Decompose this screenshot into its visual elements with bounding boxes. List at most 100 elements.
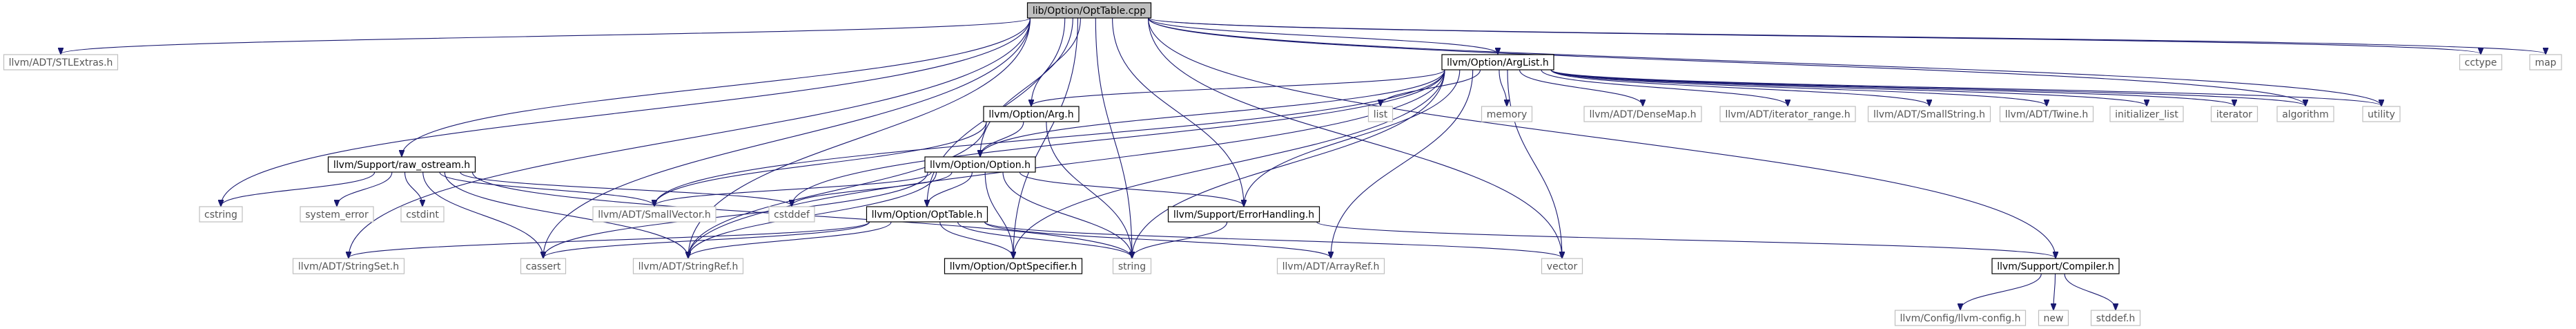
edge-compiler-to-new xyxy=(2053,273,2056,310)
node-box xyxy=(1441,54,1554,70)
node-box xyxy=(1167,206,1320,223)
node-stringref: llvm/ADT/StringRef.h xyxy=(632,258,744,274)
edge-arglist-to-errorhandling xyxy=(1244,69,1461,206)
node-box xyxy=(1991,258,2120,274)
edge-arglist-to-list xyxy=(1380,69,1481,106)
node-arg[interactable]: llvm/Option/Arg.h xyxy=(983,106,1080,122)
node-label: llvm/Support/Compiler.h xyxy=(1997,261,2114,272)
node-label: llvm/Option/Option.h xyxy=(930,160,1031,171)
node-label: lib/Option/OptTable.cpp xyxy=(1033,6,1146,17)
node-label: llvm/Config/llvm-config.h xyxy=(1900,313,2021,324)
node-label: list xyxy=(1374,109,1388,120)
node-algorithm: algorithm xyxy=(2276,106,2334,122)
edge-root-to-option xyxy=(980,17,1073,156)
node-utility: utility xyxy=(2362,106,2401,122)
node-label: llvm/ADT/DenseMap.h xyxy=(1589,109,1696,120)
node-cassert: cassert xyxy=(520,258,567,274)
node-box xyxy=(1026,2,1152,19)
edge-option-to-cassert xyxy=(543,171,928,258)
node-label: llvm/Support/raw_ostream.h xyxy=(333,160,470,171)
edge-option-to-smallvector xyxy=(654,171,932,206)
node-box xyxy=(983,106,1080,122)
edge-arglist-to-optspecifier xyxy=(1013,69,1445,258)
node-rawostream[interactable]: llvm/Support/raw_ostream.h xyxy=(327,156,476,173)
edge-root-to-map xyxy=(1147,17,2546,54)
node-option[interactable]: llvm/Option/Option.h xyxy=(924,156,1036,173)
edge-root-to-errorhandling xyxy=(1112,17,1244,206)
edge-errorhandling-to-compiler xyxy=(1316,221,2056,258)
edge-arglist-to-stringref xyxy=(688,69,1445,258)
node-opttable[interactable]: llvm/Option/OptTable.h xyxy=(866,206,988,223)
node-box xyxy=(768,206,815,223)
node-new: new xyxy=(2038,310,2069,326)
edge-root-to-cassert xyxy=(543,17,1031,258)
edge-root-to-algorithm xyxy=(1147,17,2306,106)
edge-arg-to-smallvector xyxy=(654,121,987,206)
node-smallstring: llvm/ADT/SmallString.h xyxy=(1867,106,1991,122)
node-label: llvm/Option/OptTable.h xyxy=(872,209,983,220)
edge-root-to-optspecifier xyxy=(1013,17,1079,258)
edge-opttable-to-vector xyxy=(984,221,1563,258)
node-label: cassert xyxy=(526,261,561,272)
node-systemerror: system_error xyxy=(300,206,374,223)
node-label: algorithm xyxy=(2282,109,2329,120)
node-box xyxy=(1999,106,2094,122)
node-label: utility xyxy=(2368,109,2395,120)
node-box xyxy=(1112,258,1152,274)
edge-arglist-to-twine xyxy=(1550,69,2047,106)
edge-opttable-to-cassert xyxy=(543,221,870,258)
node-box xyxy=(300,206,374,223)
edge-rawostream-to-smallvector xyxy=(439,171,654,206)
edge-root-to-stlextras xyxy=(61,17,1031,54)
node-label: string xyxy=(1118,261,1146,272)
node-box xyxy=(866,206,988,223)
edge-opttable-to-optspecifier xyxy=(939,221,1013,258)
node-label: llvm/ADT/iterator_range.h xyxy=(1725,109,1850,120)
edge-opttable-to-stringref xyxy=(688,221,892,258)
node-label: llvm/ADT/STLExtras.h xyxy=(9,57,113,68)
node-box xyxy=(1541,258,1583,274)
node-errorhandling[interactable]: llvm/Support/ErrorHandling.h xyxy=(1167,206,1320,223)
node-optspecifier[interactable]: llvm/Option/OptSpecifier.h xyxy=(944,258,1083,274)
node-box xyxy=(1894,310,2027,326)
node-box xyxy=(292,258,405,274)
edge-arglist-to-memory xyxy=(1499,69,1507,106)
node-box xyxy=(1481,106,1533,122)
edge-root-to-compiler xyxy=(1147,17,2056,258)
node-list: list xyxy=(1367,106,1394,122)
node-string: string xyxy=(1112,258,1152,274)
node-arglist[interactable]: llvm/Option/ArgList.h xyxy=(1441,54,1554,70)
node-label: system_error xyxy=(305,209,369,220)
node-label: map xyxy=(2535,57,2556,68)
edge-arglist-to-smallstring xyxy=(1550,69,1929,106)
node-box xyxy=(1583,106,1702,122)
edge-arglist-to-iterator xyxy=(1550,69,2234,106)
edge-opttable-to-string xyxy=(957,221,1132,258)
edge-errorhandling-to-string xyxy=(1132,221,1228,258)
node-box xyxy=(327,156,476,173)
node-label: llvm/Option/Arg.h xyxy=(988,109,1073,120)
node-initlist: initializer_list xyxy=(2109,106,2184,122)
node-label: llvm/ADT/SmallVector.h xyxy=(598,209,711,220)
edge-rawostream-to-cassert xyxy=(422,171,543,258)
edge-arglist-to-densemap xyxy=(1519,69,1643,106)
edge-root-to-arglist xyxy=(1147,17,1499,54)
edge-option-to-errorhandling xyxy=(1019,171,1244,206)
node-cctype: cctype xyxy=(2459,54,2503,70)
node-label: cstdint xyxy=(406,209,439,220)
edge-arglist-to-option xyxy=(980,69,1445,156)
node-box xyxy=(2109,106,2184,122)
edge-root-to-utility xyxy=(1147,17,2382,106)
edge-arglist-to-cstddef xyxy=(792,69,1445,206)
node-iterrange: llvm/ADT/iterator_range.h xyxy=(1719,106,1856,122)
node-stlextras: llvm/ADT/STLExtras.h xyxy=(3,54,119,70)
node-memory: memory xyxy=(1481,106,1533,122)
edge-root-to-string xyxy=(1095,17,1132,258)
edge-rawostream-to-systemerror xyxy=(337,171,393,206)
node-iterator: iterator xyxy=(2210,106,2258,122)
node-label: initializer_list xyxy=(2115,109,2178,120)
node-box xyxy=(2090,310,2141,326)
node-box xyxy=(3,54,119,70)
node-compiler[interactable]: llvm/Support/Compiler.h xyxy=(1991,258,2120,274)
node-smallvector: llvm/ADT/SmallVector.h xyxy=(592,206,716,223)
